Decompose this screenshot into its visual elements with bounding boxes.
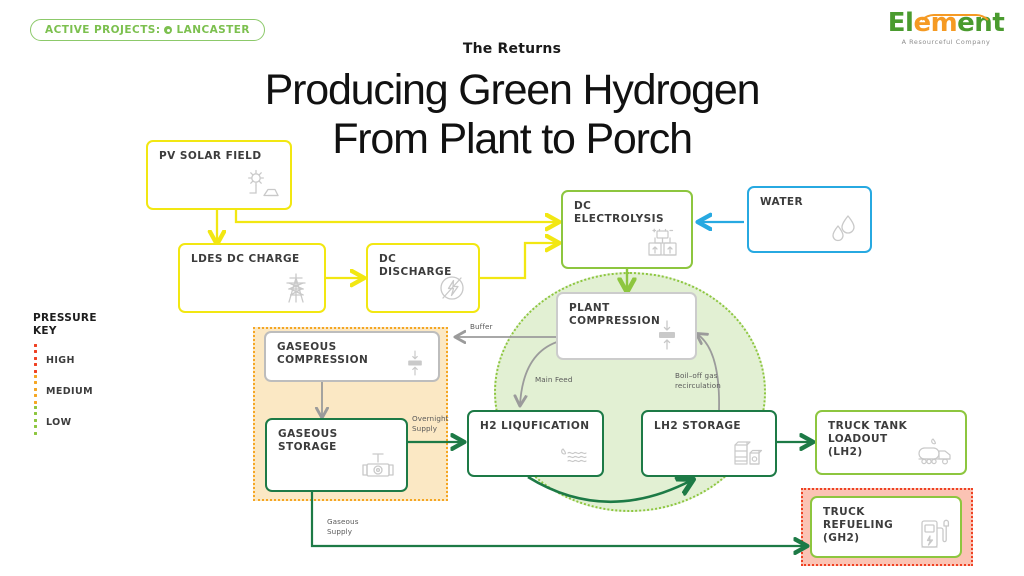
node-label-gaseous-compression: GASEOUS COMPRESSION bbox=[277, 341, 369, 366]
node-dc-discharge[interactable]: DC DISCHARGE bbox=[366, 243, 480, 313]
pressure-key-item-high: HIGH bbox=[33, 343, 133, 375]
pressure-key-title: PRESSURE KEY bbox=[33, 312, 133, 338]
pressure-key-label-low: LOW bbox=[46, 416, 72, 428]
location-pin-icon bbox=[164, 26, 173, 34]
pressure-key-title-line2: KEY bbox=[33, 324, 57, 337]
node-label-gaseous-storage: GASEOUS STORAGE bbox=[278, 428, 338, 453]
truck-refueling-line3: (GH2) bbox=[823, 531, 860, 544]
flow-label-overnight-supply: Overnight Supply bbox=[412, 414, 449, 433]
node-label-water: WATER bbox=[760, 196, 804, 208]
node-truck-tank-loadout[interactable]: TRUCK TANK LOADOUT (LH2) bbox=[815, 410, 967, 475]
pressure-key-item-low: LOW bbox=[33, 405, 133, 437]
dotted-line-icon-medium bbox=[34, 374, 37, 406]
node-water[interactable]: WATER bbox=[747, 186, 872, 253]
node-pv-solar-field[interactable]: PV SOLAR FIELD bbox=[146, 140, 292, 210]
node-label-pv-solar-field: PV SOLAR FIELD bbox=[159, 150, 262, 162]
compressor-icon bbox=[398, 348, 432, 378]
node-truck-refueling[interactable]: TRUCK REFUELING (GH2) bbox=[810, 496, 962, 558]
truck-tank-loadout-line3: (LH2) bbox=[828, 445, 863, 458]
node-label-ldes-dc-charge: LDES DC CHARGE bbox=[191, 253, 300, 265]
water-droplets-icon bbox=[822, 211, 862, 245]
truck-tank-loadout-line1: TRUCK TANK bbox=[828, 420, 908, 432]
truck-refueling-line2: REFUELING bbox=[823, 518, 894, 531]
pressure-key-label-medium: MEDIUM bbox=[46, 385, 93, 397]
page-title-line2: From Plant to Porch bbox=[332, 115, 693, 164]
liquid-waves-icon bbox=[554, 435, 594, 469]
valve-icon bbox=[358, 450, 398, 484]
eyebrow-text: The Returns bbox=[462, 41, 562, 57]
node-label-lh2-storage: LH2 STORAGE bbox=[654, 420, 742, 432]
node-label-truck-refueling: TRUCK REFUELING (GH2) bbox=[823, 506, 952, 544]
logo-part-1: El bbox=[887, 8, 914, 38]
flow-label-gaseous-supply: Gaseous Supply bbox=[327, 517, 359, 536]
electrolyzer-icon bbox=[643, 227, 683, 261]
compressor-icon bbox=[647, 318, 687, 352]
node-dc-electrolysis[interactable]: DC ELECTROLYSIS bbox=[561, 190, 693, 269]
page-title: Producing Green Hydrogen From Plant to P… bbox=[0, 66, 1024, 164]
node-ldes-dc-charge[interactable]: LDES DC CHARGE bbox=[178, 243, 326, 313]
active-projects-badge[interactable]: ACTIVE PROJECTS: LANCASTER bbox=[30, 19, 265, 41]
node-h2-liquefaction[interactable]: H2 LIQUFICATION bbox=[467, 410, 604, 477]
node-gaseous-compression[interactable]: GASEOUS COMPRESSION bbox=[264, 331, 440, 382]
logo-arc-icon bbox=[916, 14, 994, 32]
gaseous-supply-line2: Supply bbox=[327, 526, 353, 536]
node-lh2-storage[interactable]: LH2 STORAGE bbox=[641, 410, 777, 477]
truck-tank-loadout-line2: LOADOUT bbox=[828, 432, 888, 445]
flow-label-boil-off: Boil–off gas recirculation bbox=[675, 371, 721, 390]
node-label-h2-liquefaction: H2 LIQUFICATION bbox=[480, 420, 590, 432]
pressure-key-label-high: HIGH bbox=[46, 354, 75, 366]
page-title-line1: Producing Green Hydrogen bbox=[264, 66, 761, 114]
badge-text: ACTIVE PROJECTS: bbox=[45, 24, 161, 36]
node-label-truck-tank-loadout: TRUCK TANK LOADOUT (LH2) bbox=[828, 420, 957, 458]
node-plant-compression[interactable]: PLANT COMPRESSION bbox=[556, 292, 697, 360]
overnight-line1: Overnight bbox=[412, 414, 449, 423]
solar-panel-icon bbox=[242, 168, 282, 202]
boil-off-line1: Boil–off gas bbox=[675, 371, 718, 380]
element-logo[interactable]: Element A Resourceful Company bbox=[882, 10, 1010, 46]
lightning-bolt-icon bbox=[430, 271, 470, 305]
boil-off-line2: recirculation bbox=[675, 380, 721, 390]
pressure-key-title-line1: PRESSURE bbox=[33, 312, 97, 324]
flow-label-buffer: Buffer bbox=[470, 322, 493, 331]
logo-tagline: A Resourceful Company bbox=[901, 38, 991, 46]
tanker-truck-icon bbox=[913, 435, 959, 469]
node-label-dc-electrolysis: DC ELECTROLYSIS bbox=[574, 200, 665, 225]
truck-refueling-line1: TRUCK bbox=[823, 506, 865, 518]
node-label-dc-discharge: DC DISCHARGE bbox=[379, 253, 452, 278]
dotted-line-icon-low bbox=[34, 405, 37, 437]
storage-tanks-icon bbox=[727, 435, 767, 469]
overnight-line2: Supply bbox=[412, 423, 438, 433]
transmission-tower-icon bbox=[276, 271, 316, 305]
pressure-key: PRESSURE KEY HIGH MEDIUM LOW bbox=[33, 312, 133, 437]
badge-location: LANCASTER bbox=[176, 24, 250, 36]
fuel-dispenser-icon bbox=[914, 516, 952, 552]
flow-label-main-feed: Main Feed bbox=[535, 375, 573, 384]
node-gaseous-storage[interactable]: GASEOUS STORAGE bbox=[265, 418, 408, 492]
dotted-line-icon-high bbox=[34, 343, 37, 375]
node-label-plant-compression: PLANT COMPRESSION bbox=[569, 302, 661, 327]
gaseous-supply-line1: Gaseous bbox=[327, 517, 359, 526]
pressure-key-item-medium: MEDIUM bbox=[33, 374, 133, 406]
